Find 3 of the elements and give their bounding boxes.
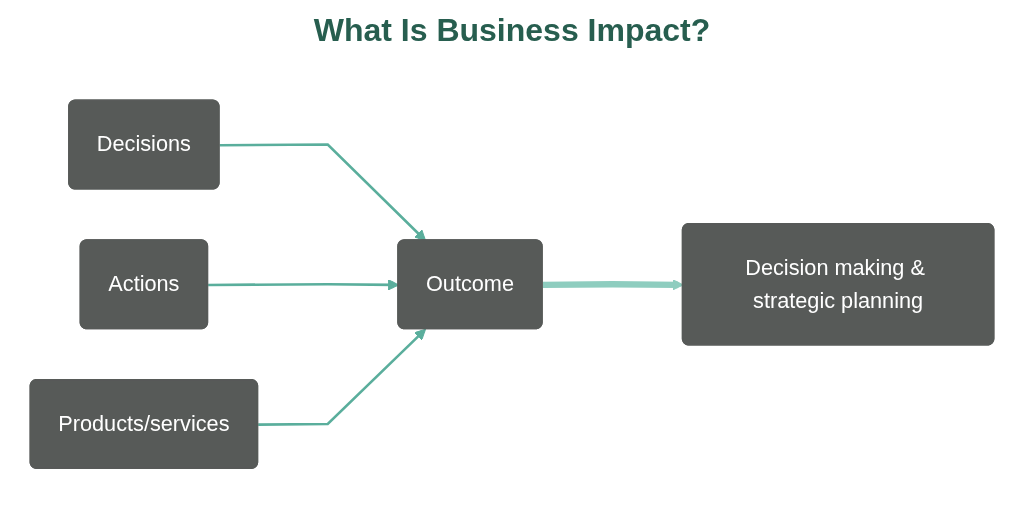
arrow bbox=[258, 328, 426, 426]
title: What Is Business Impact? bbox=[313, 11, 711, 50]
arrow bbox=[219, 143, 426, 241]
